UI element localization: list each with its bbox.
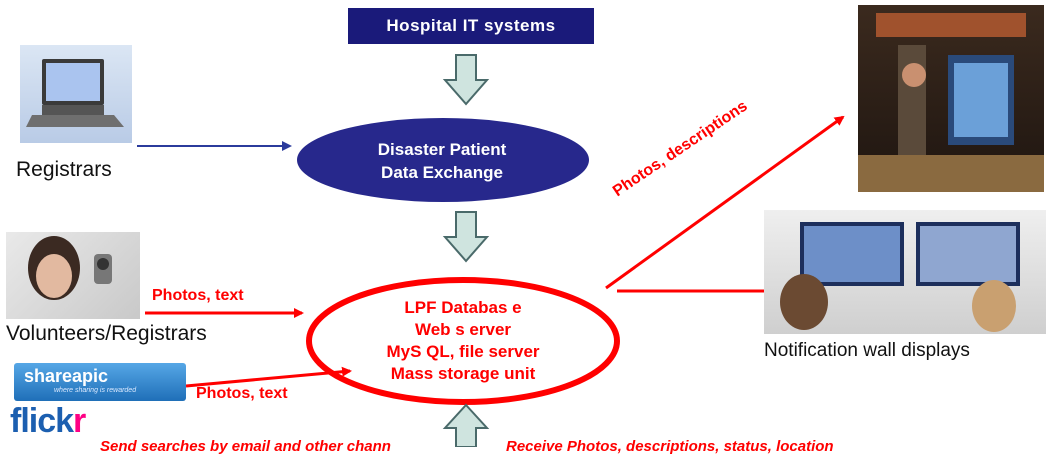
notification-wall-displays-label: Notification wall displays [764, 340, 970, 361]
arrow-lpf-to-kiosk [605, 115, 845, 290]
down-arrow-icon [442, 211, 490, 263]
shareapic-logo-text: shareapic [24, 366, 109, 386]
flickr-logo-main: flick [10, 402, 74, 440]
dpde-ellipse [297, 118, 589, 202]
data-exchange-line-2: Data Exchange [381, 163, 503, 182]
flickr-logo-r: r [73, 402, 86, 440]
down-arrow-icon [442, 54, 490, 106]
lpf-line-4: Mass storage unit [390, 364, 536, 383]
lpf-line-3: MyS QL, file server [386, 342, 540, 361]
shareapic-tagline: where sharing is rewarded [54, 387, 137, 394]
registrars-label: Registrars [16, 158, 112, 181]
volunteers-flow-label: Photos, text [152, 287, 244, 304]
up-arrow-icon [442, 403, 490, 447]
hospital-it-systems-box: Hospital IT systems [348, 8, 594, 44]
laptop-image [20, 45, 132, 143]
arrow-shareapic-to-lpf [185, 366, 352, 388]
lpf-line-2: Web s erver [414, 320, 512, 339]
shareapic-flow-label: Photos, text [196, 385, 288, 402]
lpf-database-label: LPF Databas e Web s erver MyS QL, file s… [318, 286, 608, 396]
data-exchange-label: Disaster Patient Data Exchange [296, 130, 588, 192]
kiosk-display-photo [858, 5, 1044, 192]
lpf-ellipse [306, 277, 620, 405]
flickr-logo: flickr [10, 402, 86, 441]
lpf-line-1: LPF Databas e [404, 298, 522, 317]
data-exchange-line-1: Disaster Patient [377, 140, 507, 159]
hospital-it-systems-label: Hospital IT systems [386, 16, 556, 35]
volunteer-photo [6, 232, 140, 319]
volunteers-registrars-label: Volunteers/Registrars [6, 322, 207, 345]
wall-display-photo [764, 210, 1046, 334]
shareapic-logo: shareapic where sharing is rewarded [14, 363, 186, 401]
